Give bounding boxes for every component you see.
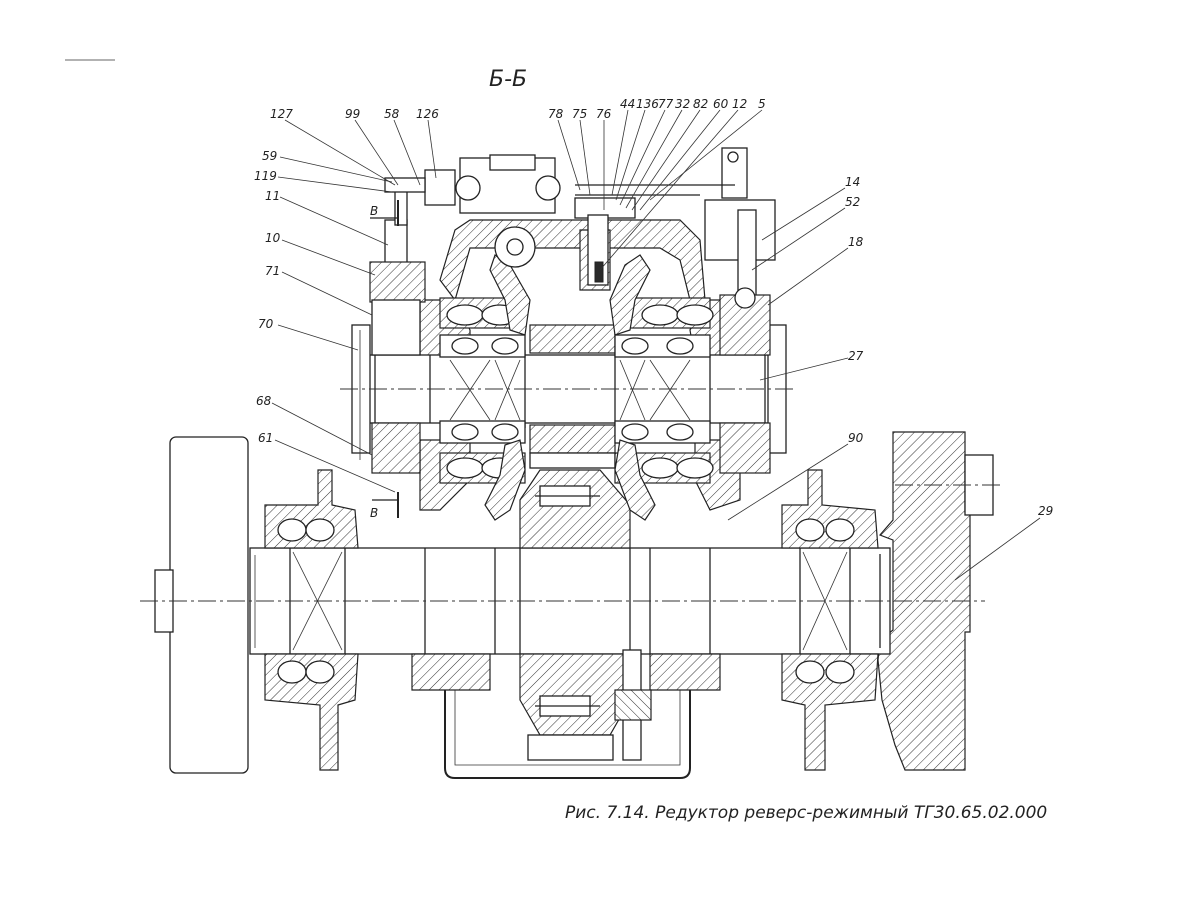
callout-70: 70 [258,317,274,331]
right-lower-bearing [781,469,879,771]
shift-forks [484,226,656,521]
callout-119: 119 [254,169,277,183]
callout-126: 126 [416,107,439,121]
callout-75: 75 [572,107,587,121]
callout-78: 78 [548,107,564,121]
callout-76: 76 [596,107,612,121]
callouts-left: 127 99 58 126 59 119 11 10 71 70 68 61 [254,107,439,493]
callout-14: 14 [845,175,860,189]
callout-68: 68 [256,394,272,408]
section-mark-top: В [370,200,399,226]
callout-10: 10 [265,231,281,245]
callout-5: 5 [758,97,766,111]
callout-77: 77 [658,97,674,111]
figure-caption: Рис. 7.14. Редуктор реверс-режимный ТГ30… [565,803,1047,823]
callout-99: 99 [345,107,360,121]
right-actuator [704,147,776,474]
callout-61: 61 [258,431,273,445]
callout-44: 44 [620,97,635,111]
top-linkage [384,154,735,286]
callout-52: 52 [845,195,860,209]
callouts-top: 78 75 76 44 136 77 32 82 60 12 5 [548,97,766,271]
callout-71: 71 [265,264,280,278]
callout-29: 29 [1038,504,1053,518]
lower-rod [614,649,652,761]
callout-60: 60 [713,97,729,111]
callout-59: 59 [262,149,277,163]
callout-136: 136 [636,97,659,111]
callout-11: 11 [265,189,280,203]
callout-90: 90 [848,431,864,445]
callout-27: 27 [848,349,864,363]
callout-12: 12 [732,97,747,111]
left-flywheel [154,436,249,774]
svg-text:В: В [370,204,378,218]
callout-127: 127 [270,107,293,121]
left-lower-bearing [264,469,359,771]
left-actuator [359,184,426,474]
callout-82: 82 [693,97,708,111]
section-title: Б-Б [489,67,527,92]
callout-58: 58 [384,107,400,121]
section-mark-bottom: В [370,492,399,520]
svg-text:В: В [370,506,378,520]
lower-sump [411,653,721,779]
callout-32: 32 [675,97,690,111]
upper-bearings [439,297,714,484]
callouts-right: 14 52 18 27 90 29 [727,175,1053,581]
lower-gear [519,469,631,761]
callout-18: 18 [848,235,864,249]
